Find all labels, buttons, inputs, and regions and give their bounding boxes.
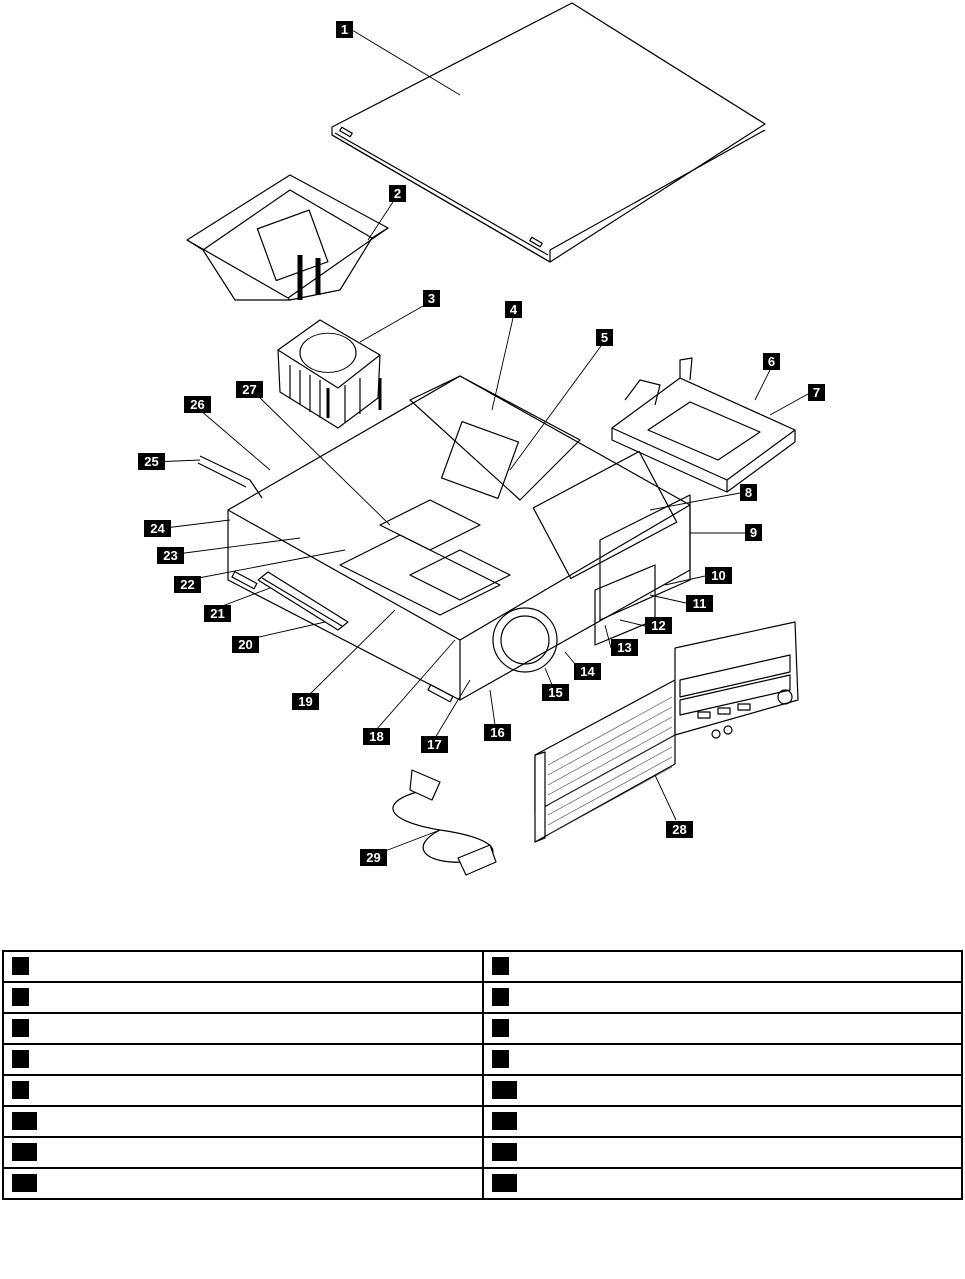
legend-key-13 bbox=[491, 1081, 517, 1100]
callout-14: 14 bbox=[574, 663, 601, 680]
callout-2: 2 bbox=[389, 185, 406, 202]
legend-cell bbox=[2, 1043, 484, 1076]
callout-22: 22 bbox=[174, 576, 201, 593]
legend-cell bbox=[481, 1012, 963, 1045]
callout-25: 25 bbox=[138, 453, 165, 470]
legend-cell bbox=[2, 950, 484, 983]
callout-1: 1 bbox=[336, 21, 353, 38]
computer-cover bbox=[331, 2, 766, 263]
legend-cell bbox=[481, 981, 963, 1014]
table-row bbox=[2, 1012, 963, 1045]
legend-cell bbox=[481, 1105, 963, 1138]
callout-4: 4 bbox=[505, 301, 522, 318]
legend-cell bbox=[481, 1136, 963, 1169]
callout-21: 21 bbox=[204, 605, 231, 622]
callout-23: 23 bbox=[157, 547, 184, 564]
callout-24: 24 bbox=[144, 520, 171, 537]
callout-5: 5 bbox=[596, 329, 613, 346]
legend-key-5 bbox=[12, 1081, 29, 1100]
callout-16: 16 bbox=[484, 724, 511, 741]
exploded-view-diagram bbox=[152, 2, 809, 876]
legend-cell bbox=[2, 981, 484, 1014]
legend-cell bbox=[481, 950, 963, 983]
callout-26: 26 bbox=[184, 396, 211, 413]
air-duct bbox=[186, 174, 389, 301]
power-cord bbox=[392, 769, 497, 876]
legend-key-4 bbox=[12, 1050, 29, 1069]
table-row bbox=[2, 1105, 963, 1138]
legend-key-3 bbox=[12, 1019, 29, 1038]
chassis bbox=[227, 375, 691, 703]
legend-key-14 bbox=[491, 1112, 517, 1131]
callout-29: 29 bbox=[360, 849, 387, 866]
callout-6: 6 bbox=[763, 353, 780, 370]
table-row bbox=[2, 1136, 963, 1169]
legend-key-11 bbox=[491, 1019, 509, 1038]
table-row bbox=[2, 1167, 963, 1200]
callout-8: 8 bbox=[740, 484, 757, 501]
callout-12: 12 bbox=[645, 617, 672, 634]
legend-key-9 bbox=[491, 957, 509, 976]
legend-key-7 bbox=[12, 1143, 37, 1162]
legend-cell bbox=[2, 1074, 484, 1107]
drive-handle bbox=[197, 455, 263, 499]
legend-key-6 bbox=[12, 1112, 37, 1131]
legend-key-10 bbox=[491, 988, 509, 1007]
callout-10: 10 bbox=[705, 567, 732, 584]
table-row bbox=[2, 1074, 963, 1107]
callout-11: 11 bbox=[686, 595, 713, 612]
callout-27: 27 bbox=[236, 381, 263, 398]
front-bezel bbox=[534, 621, 799, 843]
legend-cell bbox=[2, 1136, 484, 1169]
legend-key-2 bbox=[12, 988, 29, 1007]
callout-19: 19 bbox=[292, 693, 319, 710]
table-row bbox=[2, 1043, 963, 1076]
optical-drive-bracket bbox=[611, 357, 796, 493]
legend-cell bbox=[2, 1012, 484, 1045]
legend-cell bbox=[2, 1167, 484, 1200]
callout-7: 7 bbox=[808, 384, 825, 401]
legend-cell bbox=[481, 1043, 963, 1076]
legend-key-15 bbox=[491, 1143, 517, 1162]
table-row bbox=[2, 950, 963, 983]
leader-lines bbox=[152, 29, 809, 857]
memory-module bbox=[257, 571, 349, 631]
callout-15: 15 bbox=[542, 684, 569, 701]
legend-cell bbox=[481, 1167, 963, 1200]
legend-cell bbox=[481, 1074, 963, 1107]
bezel-grille bbox=[547, 696, 673, 836]
legend-key-16 bbox=[491, 1174, 517, 1193]
callout-13: 13 bbox=[611, 639, 638, 656]
legend-key-8 bbox=[12, 1174, 37, 1193]
heat-sink-and-fan bbox=[277, 319, 382, 429]
legend-cell bbox=[2, 1105, 484, 1138]
table-row bbox=[2, 981, 963, 1014]
parts-legend-table bbox=[2, 950, 963, 1200]
callout-20: 20 bbox=[232, 636, 259, 653]
callout-3: 3 bbox=[423, 290, 440, 307]
callout-18: 18 bbox=[363, 728, 390, 745]
callout-28: 28 bbox=[666, 821, 693, 838]
legend-key-12 bbox=[491, 1050, 509, 1069]
callout-17: 17 bbox=[421, 736, 448, 753]
callout-9: 9 bbox=[745, 524, 762, 541]
legend-key-1 bbox=[12, 957, 29, 976]
